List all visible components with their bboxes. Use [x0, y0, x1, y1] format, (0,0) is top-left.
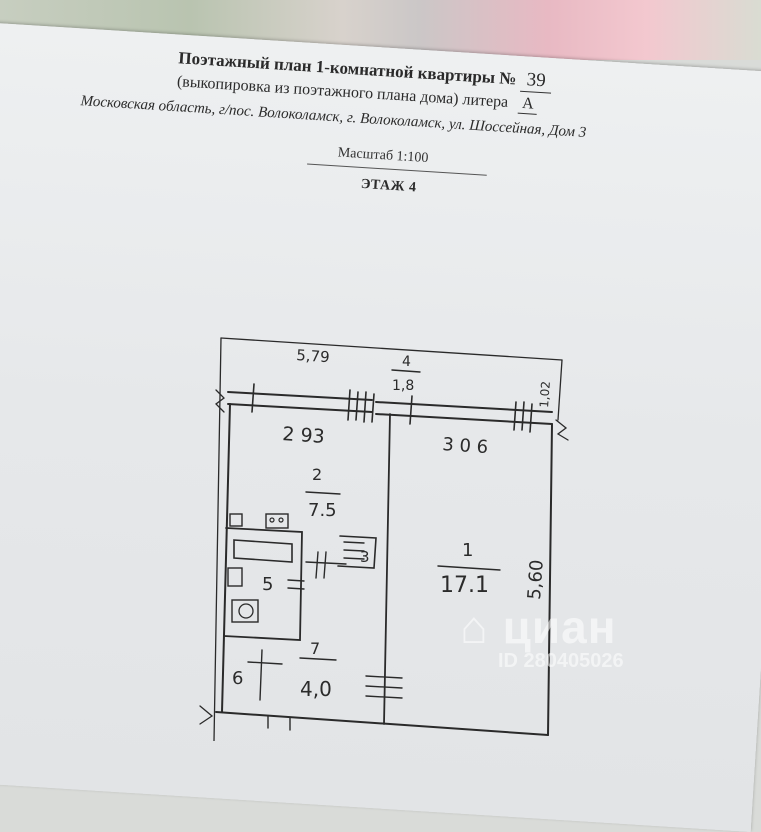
room-3-number: 3 — [360, 548, 370, 566]
room-2-number: 2 — [312, 465, 322, 484]
room-4-number: 4 — [402, 354, 411, 370]
dim-total-width: 5,79 — [296, 346, 331, 366]
room-5-number: 5 — [262, 574, 273, 595]
cian-watermark: ⌂ циан — [460, 601, 617, 653]
floor-plan: 5,79 2 93 3 0 6 1,02 5,60 1 17.1 2 7.5 3… — [199, 337, 569, 741]
listing-id-watermark: ID 280405026 — [498, 650, 624, 672]
dim-right-top: 1,02 — [537, 381, 553, 409]
room-4-area: 1,8 — [392, 378, 414, 394]
room-1-area: 17.1 — [440, 573, 489, 598]
dim-right-wall: 3 0 6 — [442, 434, 489, 458]
dim-left-wall: 2 93 — [282, 423, 326, 448]
room-7-area: 4,0 — [300, 677, 332, 701]
room-6-number: 6 — [232, 668, 243, 689]
room-2-area: 7.5 — [308, 500, 337, 521]
cian-logo-icon: ⌂ — [460, 601, 489, 653]
dim-right-height: 5,60 — [524, 559, 548, 600]
room-7-number: 7 — [310, 639, 320, 658]
room-1-number: 1 — [462, 540, 473, 561]
